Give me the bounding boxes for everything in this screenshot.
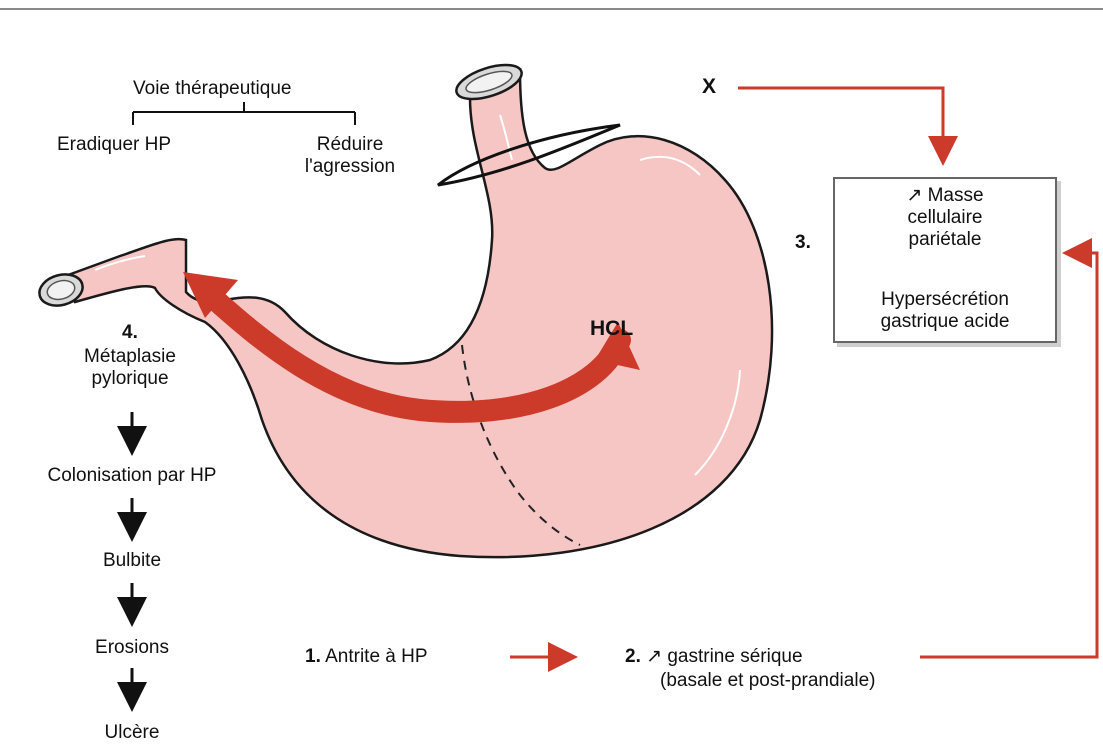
chain-step-ulcere: Ulcère xyxy=(42,722,222,744)
therapy-bracket xyxy=(133,102,355,125)
box3-line5: gastrique acide xyxy=(835,311,1055,333)
chain-step-colonisation: Colonisation par HP xyxy=(0,465,264,487)
therapy-header: Voie thérapeutique xyxy=(133,78,291,100)
chain4-number: 4. xyxy=(122,322,138,344)
therapy-right: Réduire l'agression xyxy=(285,134,415,178)
therapy-left: Eradiquer HP xyxy=(57,134,171,156)
chain-step-erosions: Erosions xyxy=(42,637,222,659)
factor-x: X xyxy=(702,76,716,98)
therapy-right-line2: l'agression xyxy=(285,156,415,178)
step2-label: ↗ gastrine sérique xyxy=(646,646,802,667)
step2-number: 2. xyxy=(625,646,641,667)
box3-line3: pariétale xyxy=(835,229,1055,251)
step2-detail: (basale et post-prandiale) xyxy=(660,670,875,692)
step2-gastrine: 2. ↗ gastrine sérique xyxy=(625,646,803,668)
step1-antrite: 1. Antrite à HP xyxy=(305,646,428,668)
step1-number: 1. xyxy=(305,646,321,667)
x-to-box-arrow xyxy=(738,88,943,160)
box3-line4: Hypersécrétion xyxy=(835,289,1055,311)
box3-line2: cellulaire xyxy=(835,207,1055,229)
parietal-cell-box: ↗ Masse cellulaire pariétale Hypersécrét… xyxy=(833,177,1057,343)
chain-step-metaplasie: Métaplasie pylorique xyxy=(40,346,220,390)
box3-number: 3. xyxy=(795,232,811,254)
chain-step1-line1: Métaplasie xyxy=(40,346,220,368)
chain-step1-line2: pylorique xyxy=(40,368,220,390)
box3-line1: ↗ Masse xyxy=(835,185,1055,207)
chain-step-bulbite: Bulbite xyxy=(42,550,222,572)
step1-label: Antrite à HP xyxy=(325,646,427,667)
therapy-right-line1: Réduire xyxy=(285,134,415,156)
hcl-label: HCL xyxy=(590,318,633,340)
